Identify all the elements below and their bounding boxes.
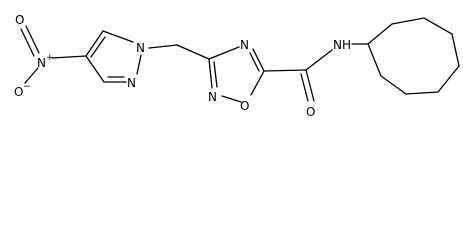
bond-ox-c5-o1 [250, 70, 265, 96]
bond-c3-ch2 [176, 44, 210, 60]
bond-ox-c5-n4 [252, 48, 265, 72]
bond-nitro-o-bottom [24, 67, 39, 84]
cycloheptyl-ring [367, 17, 460, 95]
atom-o-nitro-top: O [15, 13, 24, 27]
bond-ox-n2-c3-double [213, 61, 218, 88]
bond-ch2-n1 [148, 44, 178, 49]
atom-n-nitro-charge: + [46, 53, 54, 63]
bond-ox-c3-n4 [208, 46, 240, 60]
bond-pz-n1-c5 [102, 30, 134, 43]
bond-ox-n2-c3 [208, 58, 213, 89]
atom-n-nitro: N [37, 56, 46, 70]
bond-ox-o1-n2 [221, 95, 242, 103]
atom-labels: N H O O N N N N N + O O − [14, 13, 351, 119]
molecule-structure: N H O O N N N N N + O O − [14, 13, 460, 119]
bond-pz-c4-c3 [85, 55, 105, 83]
atom-o-oxadiazole: O [240, 99, 249, 113]
bond-nitro-o-top-double [20, 28, 35, 57]
bond-ox-c5-n4-double [249, 52, 260, 72]
bonds [20, 17, 460, 103]
bond-carbonyl-2 [300, 73, 309, 102]
atom-n-oxadiazole-bottom: N [208, 90, 217, 104]
atom-n-pyrazole-2: N [127, 76, 136, 90]
atom-h-amide: H [342, 38, 351, 52]
bond-pz-n2-n1 [136, 54, 142, 75]
bond-pz-c5-c4 [85, 30, 104, 57]
bond-nitro-o-top [25, 25, 40, 54]
atom-n-amide: N [333, 38, 342, 52]
bond-amide-c-ring [263, 69, 307, 72]
bond-amide-c-n [305, 49, 333, 71]
bond-carbonyl-1 [305, 69, 315, 102]
atom-o-nitro-bottom-charge: − [23, 82, 31, 92]
atom-n-pyrazole-1: N [136, 41, 145, 55]
bond-c4-nitro [51, 55, 87, 59]
atom-o-carbonyl: O [306, 105, 315, 119]
bond-pz-c5-c4-double [90, 36, 106, 58]
atom-n-oxadiazole-top: N [240, 38, 249, 52]
atom-o-nitro-bottom: O [14, 85, 23, 99]
